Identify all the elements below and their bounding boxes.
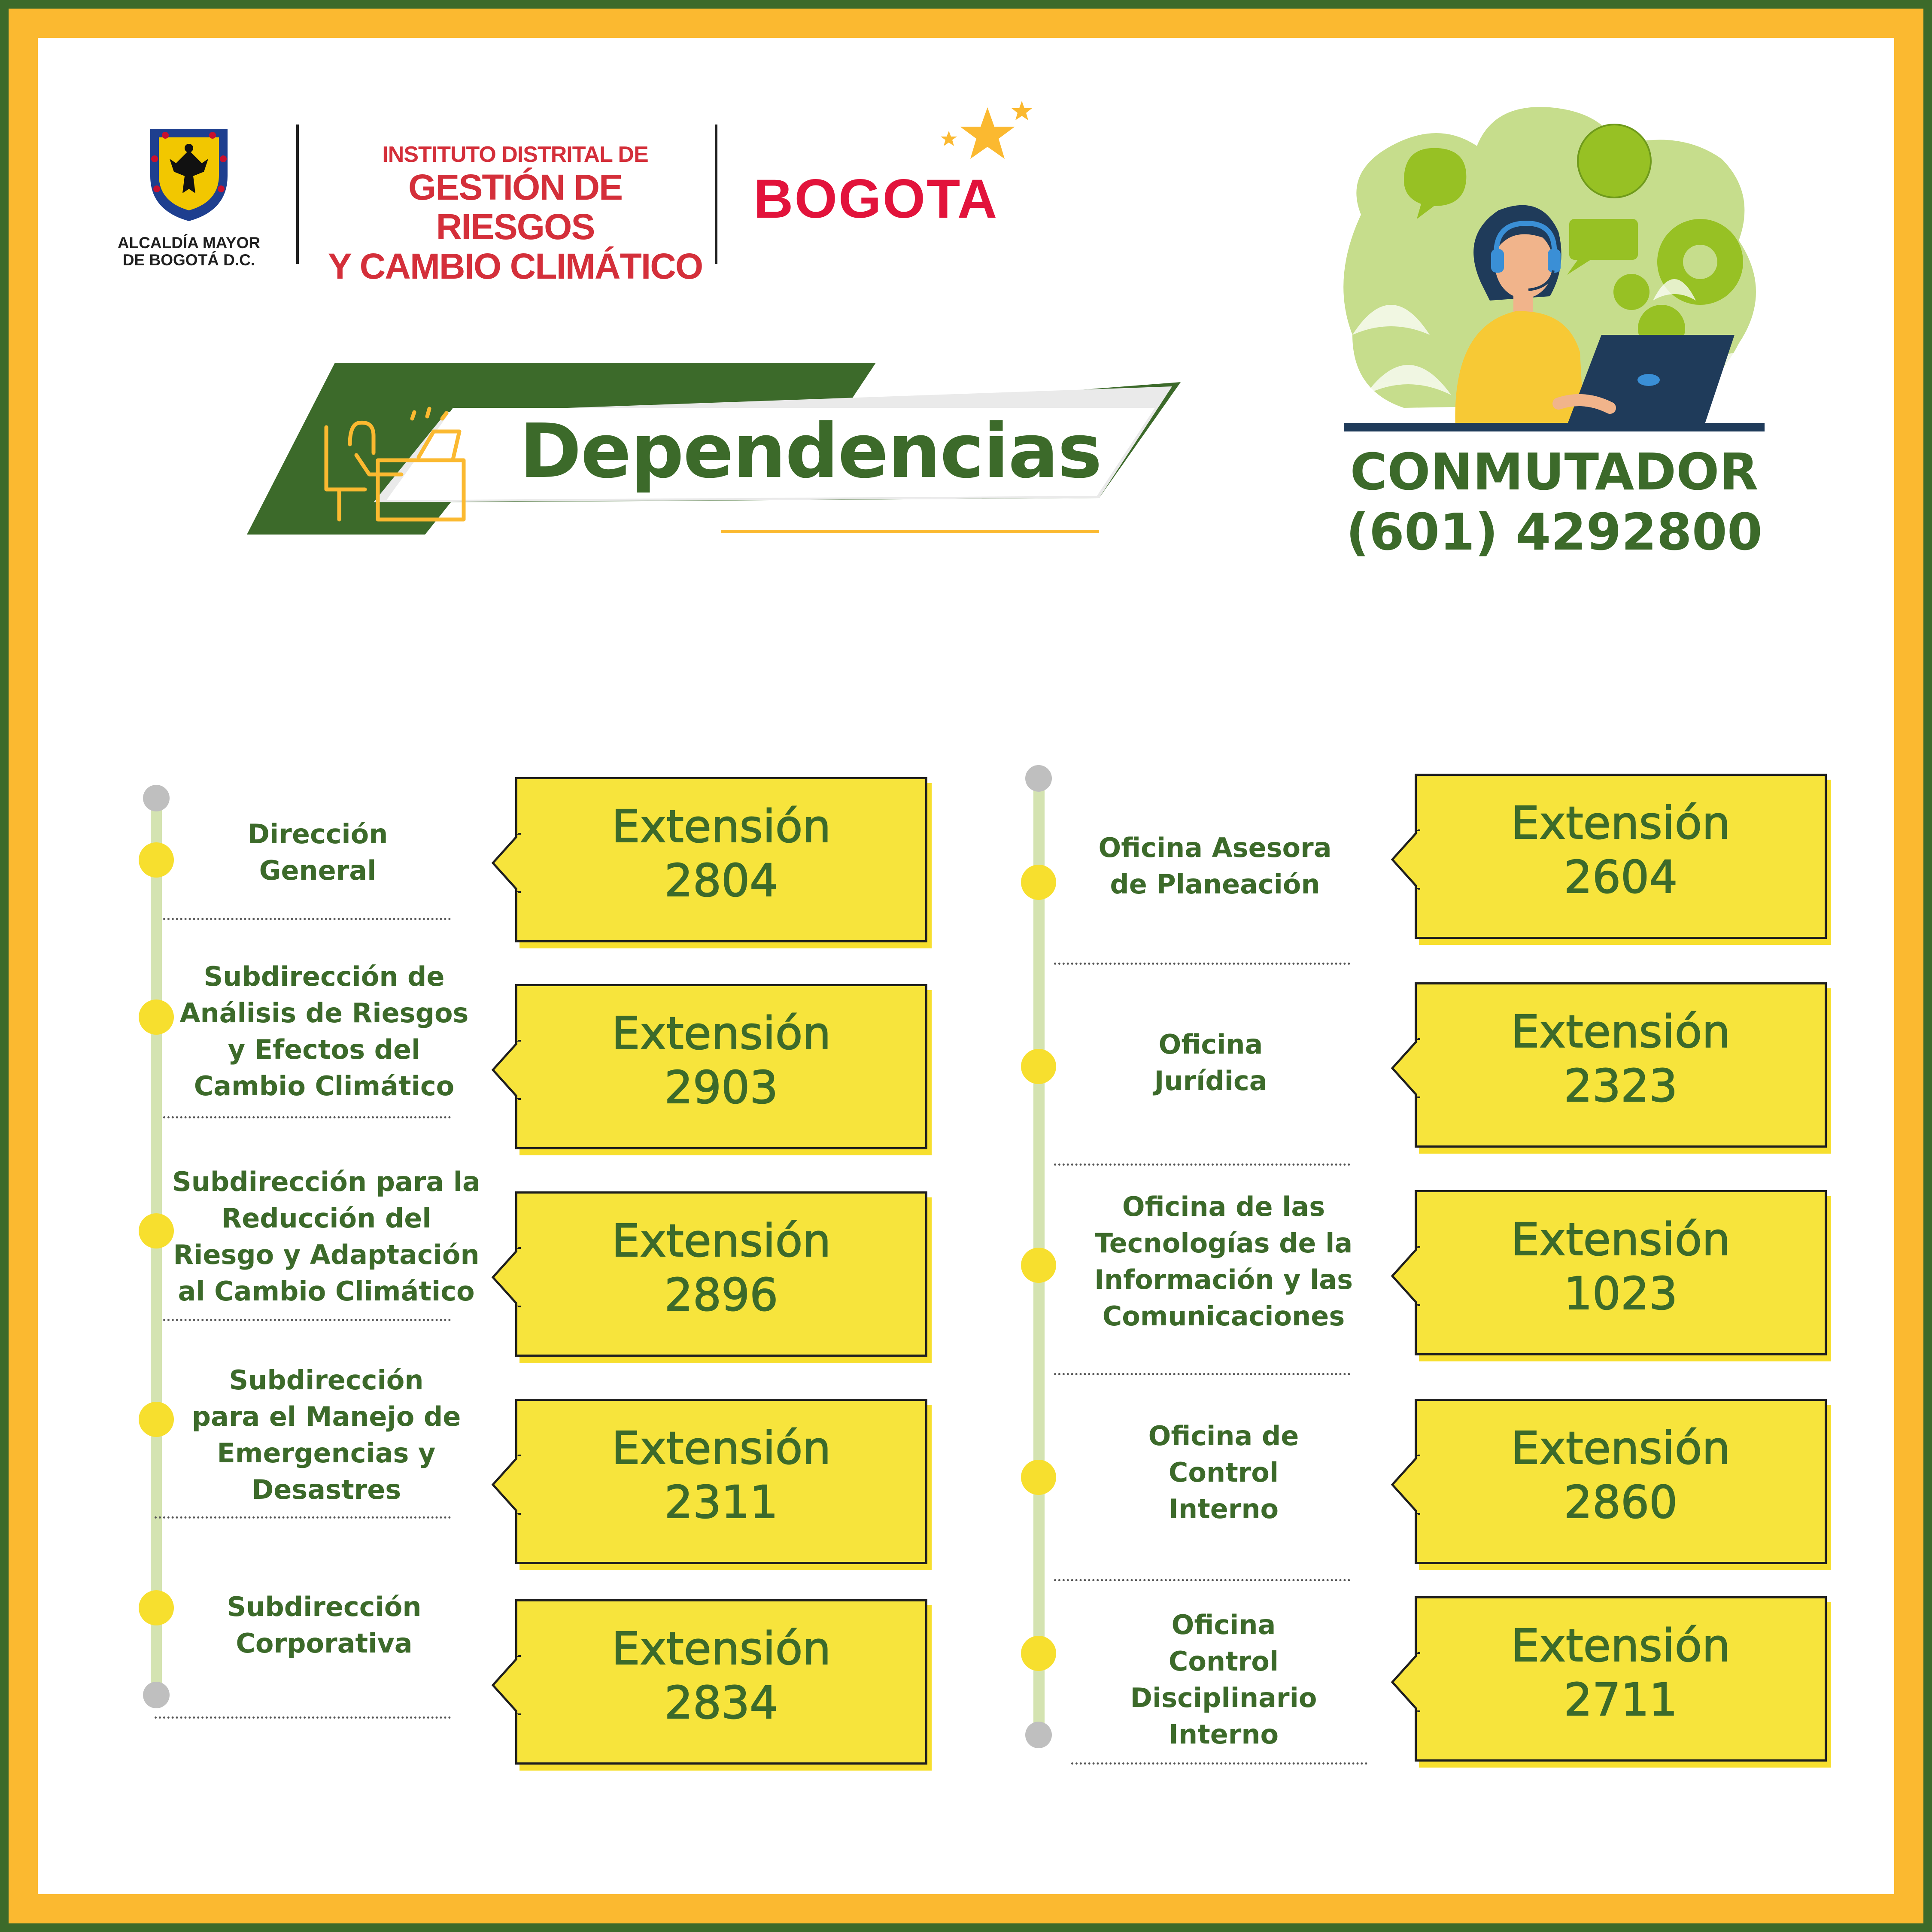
timeline-dot bbox=[1021, 1460, 1056, 1495]
timeline-start-dot bbox=[143, 785, 170, 811]
title-banner bbox=[247, 363, 1181, 535]
timeline-dot bbox=[139, 1590, 174, 1625]
page-title: Dependencias bbox=[519, 408, 1102, 495]
bogota-logo: BOGOTA bbox=[753, 168, 999, 230]
timeline-end-dot bbox=[1025, 1722, 1052, 1748]
separator bbox=[1054, 963, 1350, 965]
timeline-dot bbox=[1021, 1049, 1056, 1084]
alcaldia-caption-line1: ALCALDÍA MAYOR bbox=[117, 234, 261, 252]
coat-of-arms-icon bbox=[150, 129, 228, 221]
switchboard-label: CONMUTADOR bbox=[1350, 442, 1759, 501]
timeline-dot bbox=[139, 1402, 174, 1437]
desk-worker-icon bbox=[324, 407, 466, 522]
separator bbox=[1071, 1762, 1367, 1765]
idiger-line2: GESTIÓN DE RIESGOS bbox=[408, 167, 623, 247]
switchboard-phone: (601) 4292800 bbox=[1346, 502, 1762, 562]
separator bbox=[1054, 1373, 1350, 1375]
timeline-dot bbox=[139, 999, 174, 1035]
separator bbox=[163, 918, 451, 920]
separator bbox=[163, 1319, 451, 1321]
call-center-agent-illustration bbox=[1343, 107, 1765, 431]
idiger-line3: Y CAMBIO CLIMÁTICO bbox=[328, 246, 703, 286]
logo-divider bbox=[715, 125, 717, 264]
separator bbox=[1054, 1163, 1350, 1166]
timeline-dot bbox=[1021, 865, 1056, 900]
logo-divider bbox=[296, 125, 299, 264]
alcaldia-logo: ALCALDÍA MAYOR DE BOGOTÁ D.C. bbox=[112, 125, 266, 269]
timeline-end-dot bbox=[143, 1682, 170, 1708]
timeline-start-dot bbox=[1025, 765, 1052, 792]
timeline-dot bbox=[139, 842, 174, 878]
alcaldia-caption-line2: DE BOGOTÁ D.C. bbox=[122, 251, 255, 269]
separator bbox=[163, 1116, 451, 1118]
timeline-dot bbox=[1021, 1636, 1056, 1671]
separator bbox=[1054, 1579, 1350, 1581]
timeline-dot bbox=[139, 1213, 174, 1249]
idiger-logo: INSTITUTO DISTRITAL DE GESTIÓN DE RIESGO… bbox=[326, 142, 704, 286]
idiger-line1: INSTITUTO DISTRITAL DE bbox=[382, 142, 648, 167]
timeline-dot bbox=[1021, 1248, 1056, 1283]
separator bbox=[155, 1716, 451, 1719]
stars-icon bbox=[941, 101, 1032, 159]
separator bbox=[155, 1516, 451, 1519]
